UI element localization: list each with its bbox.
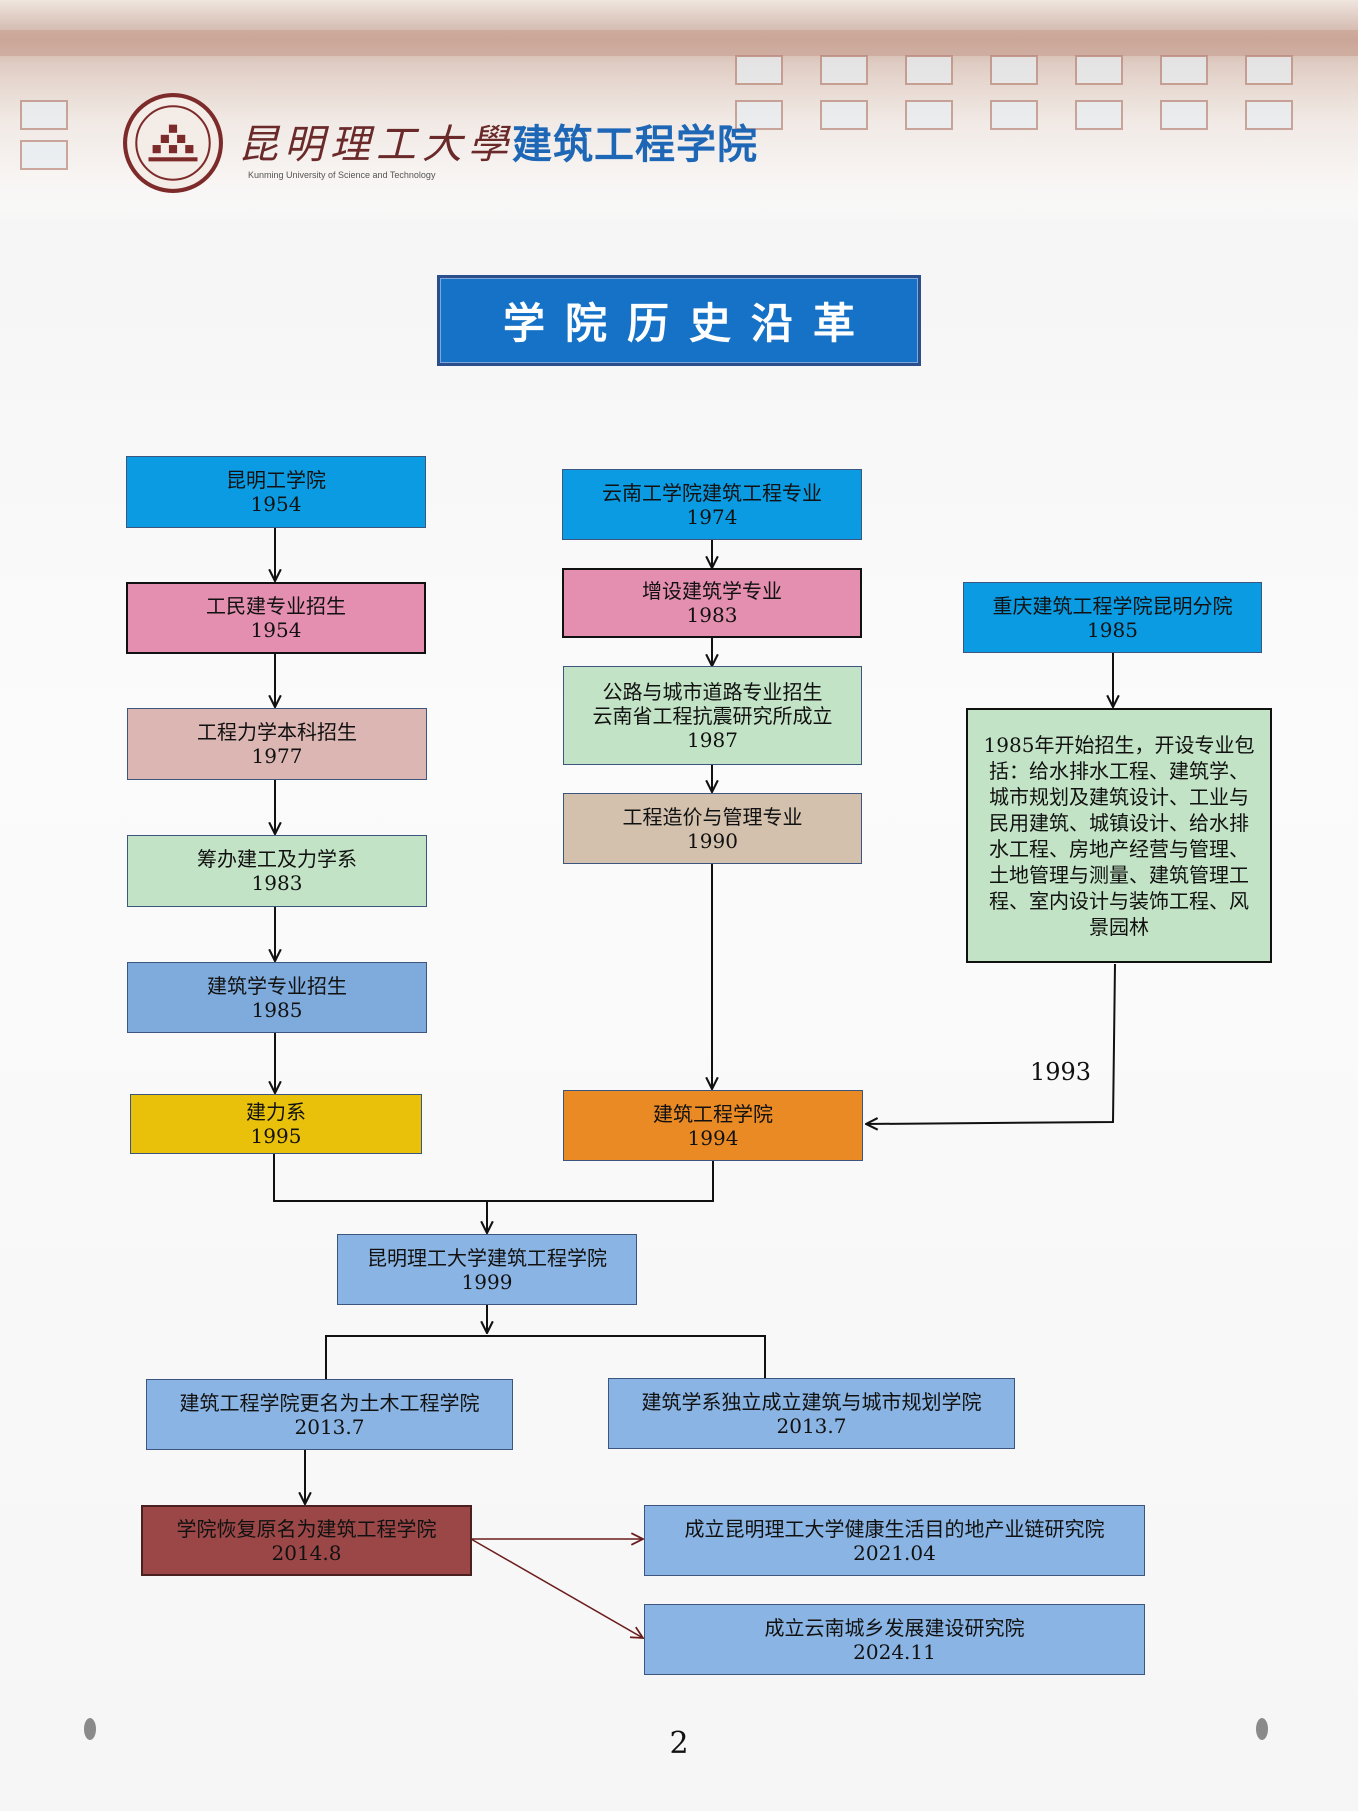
node-health-institute-2021: 成立昆明理工大学健康生活目的地产业链研究院 2021.04 — [644, 1505, 1145, 1576]
node-year: 1994 — [687, 1125, 739, 1150]
page-dot-left — [84, 1718, 96, 1740]
building-window — [820, 55, 868, 85]
node-year: 1990 — [687, 828, 738, 853]
building-window — [735, 100, 783, 130]
node-label: 成立昆明理工大学健康生活目的地产业链研究院 — [684, 1516, 1105, 1541]
node-year: 2013.7 — [294, 1414, 365, 1439]
node-year: 1995 — [250, 1124, 302, 1148]
building-window — [1075, 100, 1123, 130]
node-year: 1985 — [251, 997, 303, 1022]
building-window — [905, 55, 953, 85]
node-label: 工程造价与管理专业 — [622, 804, 803, 829]
node-label: 筹办建工及力学系 — [197, 847, 357, 871]
university-seal-logo — [123, 93, 223, 193]
node-cost-management-1990: 工程造价与管理专业 1990 — [563, 793, 862, 864]
node-kunming-institute-1954: 昆明工学院 1954 — [126, 456, 426, 528]
node-chongqing-branch-1985: 重庆建筑工程学院昆明分院 1985 — [963, 582, 1262, 653]
node-programs-list: 1985年开始招生，开设专业包括：给水排水工程、建筑学、城市规划及建筑设计、工业… — [966, 708, 1272, 963]
node-college-1994: 建筑工程学院 1994 — [563, 1090, 863, 1161]
node-restore-name-2014: 学院恢复原名为建筑工程学院 2014.8 — [141, 1505, 472, 1576]
node-kust-college-1999: 昆明理工大学建筑工程学院 1999 — [337, 1234, 637, 1305]
header-banner: 昆明理工大學 Kunming University of Science and… — [0, 0, 1358, 220]
node-civil-enrollment-1954: 工民建专业招生 1954 — [126, 582, 426, 654]
node-year: 2013.7 — [776, 1413, 847, 1438]
page-number: 2 — [669, 1726, 689, 1761]
building-window — [990, 55, 1038, 85]
node-jianli-dept-1995: 建力系 1995 — [130, 1094, 422, 1154]
node-dept-prep-1983: 筹办建工及力学系 1983 — [127, 835, 427, 907]
node-year: 1999 — [461, 1269, 513, 1294]
node-mechanics-1977: 工程力学本科招生 1977 — [127, 708, 427, 780]
node-label-second: 云南省工程抗震研究所成立 — [592, 703, 833, 728]
node-year: 2021.04 — [853, 1540, 936, 1565]
node-year: 1954 — [250, 618, 302, 642]
building-band — [0, 30, 1358, 56]
node-architecture-planning-2013: 建筑学系独立成立建筑与城市规划学院 2013.7 — [608, 1378, 1015, 1449]
node-label: 建力系 — [246, 1100, 306, 1124]
node-add-architecture-1983: 增设建筑学专业 1983 — [562, 568, 862, 638]
node-label: 昆明工学院 — [226, 468, 326, 492]
node-label: 公路与城市道路专业招生 — [602, 679, 823, 704]
split-connector — [325, 1335, 766, 1379]
college-name: 建筑工程学院 — [512, 122, 758, 168]
node-year: 1983 — [686, 603, 738, 627]
building-window — [1160, 100, 1208, 130]
page-title-box: 学院历史沿革 — [437, 275, 921, 366]
arrow-r2-m5 — [866, 963, 1116, 1124]
node-label: 成立云南城乡发展建设研究院 — [764, 1615, 1025, 1640]
edge-label-1993: 1993 — [1030, 1058, 1092, 1086]
building-window — [735, 55, 783, 85]
university-name: 昆明理工大學 — [238, 122, 514, 168]
node-label: 1985年开始招生，开设专业包括：给水排水工程、建筑学、城市规划及建筑设计、工业… — [983, 732, 1255, 939]
node-label: 建筑学系独立成立建筑与城市规划学院 — [641, 1389, 982, 1414]
node-architecture-1985: 建筑学专业招生 1985 — [127, 962, 427, 1033]
node-label: 学院恢复原名为建筑工程学院 — [176, 1516, 437, 1541]
node-label: 工民建专业招生 — [206, 594, 346, 618]
node-label: 工程力学本科招生 — [197, 720, 357, 744]
page-dot-right — [1256, 1718, 1268, 1740]
node-yunnan-institute-1974: 云南工学院建筑工程专业 1974 — [562, 469, 862, 540]
node-rename-civil-2013: 建筑工程学院更名为土木工程学院 2013.7 — [146, 1379, 513, 1450]
building-window — [1075, 55, 1123, 85]
building-window — [820, 100, 868, 130]
node-label: 昆明理工大学建筑工程学院 — [367, 1245, 607, 1270]
node-label: 云南工学院建筑工程专业 — [602, 480, 822, 505]
node-year: 2024.11 — [853, 1639, 936, 1664]
university-english-name: Kunming University of Science and Techno… — [248, 170, 436, 180]
building-window — [20, 140, 68, 170]
building-window — [1160, 55, 1208, 85]
building-window — [990, 100, 1038, 130]
arrow-c4-c6 — [470, 1538, 643, 1638]
node-year: 1954 — [250, 492, 302, 516]
node-year: 1977 — [251, 744, 303, 768]
node-year: 1974 — [686, 504, 738, 529]
merge-connector — [273, 1154, 714, 1202]
node-label: 建筑学专业招生 — [207, 973, 347, 998]
node-year: 1987 — [687, 727, 738, 752]
node-year: 2014.8 — [271, 1540, 342, 1565]
building-window — [20, 100, 68, 130]
node-year: 1985 — [1087, 617, 1138, 642]
node-label: 建筑工程学院更名为土木工程学院 — [179, 1390, 480, 1415]
node-label: 增设建筑学专业 — [642, 579, 782, 603]
node-urban-rural-institute-2024: 成立云南城乡发展建设研究院 2024.11 — [644, 1604, 1145, 1675]
node-year: 1983 — [251, 871, 303, 895]
node-label: 重庆建筑工程学院昆明分院 — [992, 593, 1233, 618]
node-label: 建筑工程学院 — [653, 1101, 773, 1126]
page-title: 学院历史沿革 — [502, 299, 875, 348]
building-window — [1245, 55, 1293, 85]
building-window — [1245, 100, 1293, 130]
building-window — [905, 100, 953, 130]
node-highway-seismic-1987: 公路与城市道路专业招生 云南省工程抗震研究所成立 1987 — [563, 666, 862, 765]
